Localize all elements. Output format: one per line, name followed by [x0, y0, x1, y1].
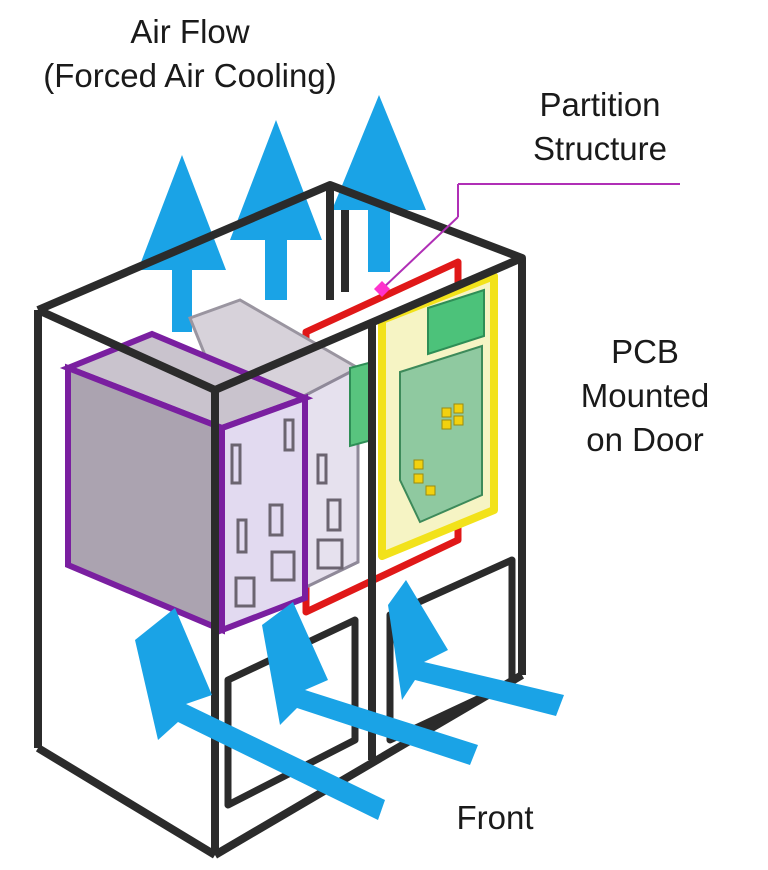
air-flow-label-line2: (Forced Air Cooling) [43, 57, 337, 94]
pcb-door-panel [349, 272, 498, 560]
airflow-arrows-bottom [135, 580, 564, 820]
airflow-arrow-in-left [135, 608, 385, 820]
pcb-mounted-label: PCB Mounted on Door [545, 330, 745, 462]
front-label-text: Front [456, 799, 534, 836]
pcb-label-line1: PCB [611, 333, 679, 370]
enclosure-frame-back [36, 181, 526, 675]
airflow-arrow-up-right [332, 95, 426, 272]
partition-label-line2: Structure [533, 130, 667, 167]
pcb-board-upper [427, 288, 485, 356]
air-flow-label: Air Flow (Forced Air Cooling) [10, 10, 370, 98]
pcb-label-line3: on Door [586, 421, 704, 458]
air-flow-label-line1: Air Flow [130, 13, 250, 50]
partition-leader-marker [374, 281, 390, 297]
airflow-arrow-in-right [388, 580, 564, 716]
airflow-arrow-in-center [262, 602, 478, 765]
front-label: Front [425, 796, 565, 840]
partition-leader [374, 183, 680, 297]
pcb-label-line2: Mounted [580, 377, 710, 414]
pcb-board-main [399, 344, 483, 524]
partition-label-line1: Partition [539, 86, 661, 123]
partition-structure-label: Partition Structure [500, 83, 700, 171]
airflow-arrow-up-left [138, 155, 226, 332]
